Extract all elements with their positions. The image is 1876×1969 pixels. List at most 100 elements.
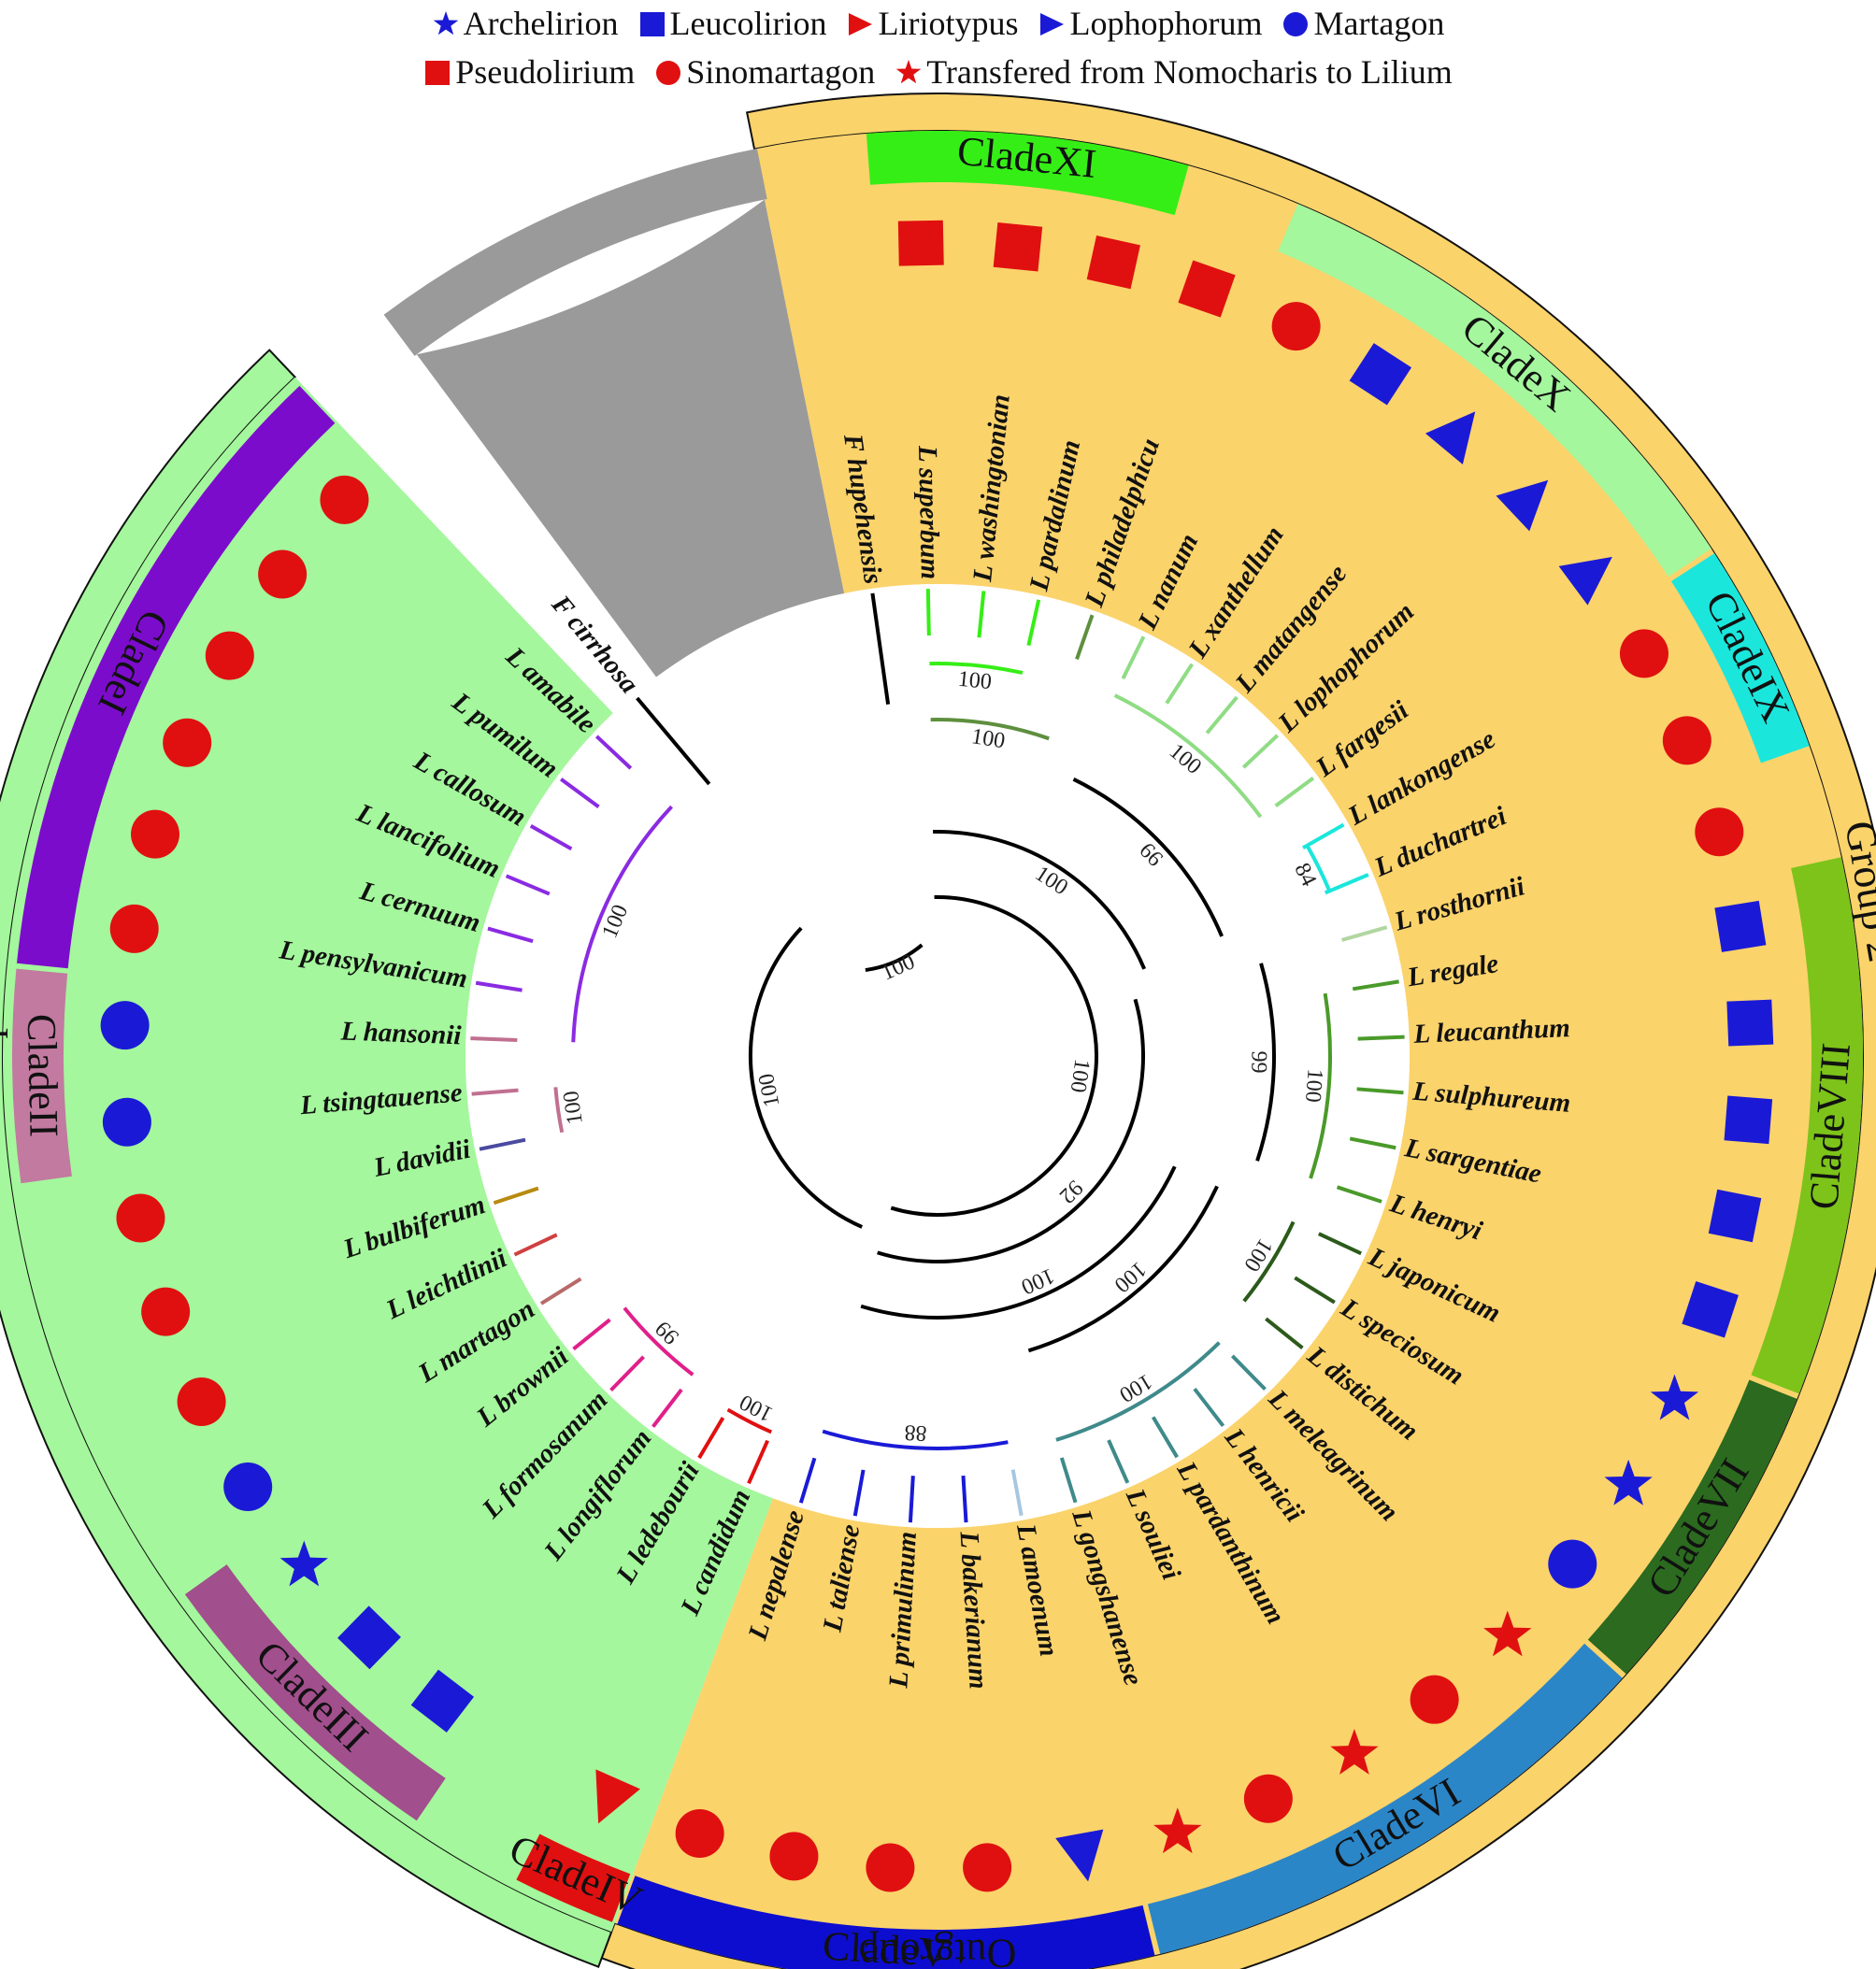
bootstrap-value: 100	[1066, 1058, 1095, 1094]
clade-arc	[865, 943, 924, 973]
branch	[1352, 979, 1399, 992]
clade-band-cladei	[16, 385, 336, 969]
square-icon	[410, 1669, 475, 1733]
branch	[1274, 776, 1315, 807]
circle-icon	[109, 904, 159, 953]
square-icon	[1726, 999, 1774, 1047]
legend: Archelirion Leucolirion Liriotypus Lopho…	[0, 0, 1876, 103]
group-1-wedge	[2, 377, 773, 1933]
star-icon	[1330, 1729, 1379, 1775]
clade-band-layer	[12, 131, 1863, 1969]
branch	[1230, 1354, 1267, 1391]
legend-item-leucolirion: Leucolirion	[638, 4, 826, 47]
clade-arc	[553, 1087, 565, 1134]
branch	[572, 1318, 611, 1351]
clade-band-cladeiv	[516, 1833, 631, 1922]
clade-band-cladexi	[866, 131, 1189, 216]
branch	[697, 1417, 725, 1460]
circle-icon	[654, 56, 682, 95]
tip-label: L leucanthum	[1412, 1013, 1570, 1049]
branch	[977, 591, 986, 638]
bootstrap-value: 88	[904, 1420, 927, 1445]
circle-icon	[769, 1832, 819, 1881]
clade-arc	[749, 926, 863, 1229]
square-icon	[1714, 900, 1767, 952]
clade-arc	[726, 1407, 773, 1434]
branch	[925, 589, 931, 636]
star-icon	[279, 1540, 328, 1587]
clade-band-cladex	[1278, 204, 1711, 578]
clade-arc	[1055, 1341, 1221, 1442]
circle-icon	[141, 1287, 191, 1336]
clade-band-cladevi	[1147, 1643, 1623, 1954]
square-icon	[638, 7, 666, 47]
group-2-wedge	[614, 131, 1863, 1969]
group-1-label: Group 1	[0, 985, 8, 1127]
branch	[1336, 1185, 1382, 1204]
clade-label: CladeII	[19, 1013, 67, 1137]
branch	[1294, 1276, 1336, 1305]
branch	[870, 592, 891, 705]
bootstrap-value: 100	[1300, 1068, 1327, 1104]
star-icon	[1483, 1610, 1532, 1657]
branch	[1121, 635, 1146, 680]
bootstrap-value: 100	[559, 1090, 588, 1126]
circle-icon	[866, 1843, 915, 1892]
branch	[1107, 1439, 1130, 1484]
clade-arc	[929, 662, 1024, 675]
circle-icon	[1282, 7, 1310, 47]
legend-item-liriotypus: Liriotypus	[846, 4, 1018, 47]
branch	[1324, 873, 1369, 895]
legend-item-transfered: Transfered from Nomocharis to Lilium	[895, 52, 1453, 95]
clade-arc	[822, 1429, 1009, 1450]
branch	[1193, 1387, 1225, 1428]
circle-icon	[963, 1843, 1012, 1892]
branch	[471, 1088, 519, 1096]
clade-band-cladeviii	[1751, 857, 1863, 1394]
square-icon	[423, 56, 451, 95]
clade-arc	[1027, 1185, 1219, 1353]
bootstrap-value: 100	[957, 667, 993, 694]
legend-item-lophophorum: Lophophorum	[1038, 4, 1262, 47]
branch	[852, 1469, 866, 1517]
circle-icon	[1619, 629, 1668, 678]
center-disc	[465, 584, 1410, 1528]
clade-band-cladeix	[1670, 553, 1810, 763]
triangle-icon	[595, 1769, 640, 1824]
legend-item-martagon: Martagon	[1282, 4, 1444, 47]
branch	[475, 980, 523, 992]
circle-icon	[205, 631, 254, 680]
branch	[1205, 695, 1239, 735]
group-ring-layer	[0, 93, 1876, 1969]
clade-band-cladevii	[1587, 1379, 1797, 1675]
branch	[1357, 1034, 1405, 1041]
outgroup-label: Outgroup	[859, 1931, 1017, 1969]
bootstrap-value: 99	[1246, 1050, 1270, 1073]
branch	[470, 1036, 518, 1042]
circle-icon	[320, 475, 369, 524]
circle-icon	[177, 1377, 226, 1426]
square-icon	[897, 220, 944, 266]
clade-arc	[1255, 963, 1276, 1162]
clade-arc	[933, 830, 1147, 970]
branch	[1341, 925, 1388, 942]
square-icon	[1682, 1280, 1739, 1338]
branch	[1075, 614, 1095, 661]
branch	[908, 1476, 915, 1523]
branch	[1151, 1416, 1179, 1459]
clade-arc	[571, 805, 674, 1043]
clade-arc	[623, 1306, 695, 1377]
square-icon	[1349, 343, 1412, 406]
square-icon	[993, 221, 1043, 272]
square-icon	[1086, 235, 1140, 290]
circle-icon	[100, 1001, 150, 1050]
clade-arc	[1305, 844, 1332, 892]
triangle-icon	[1558, 556, 1612, 606]
outgroup-band	[383, 149, 767, 356]
clade-arc	[930, 718, 1050, 741]
branch	[493, 1186, 539, 1206]
circle-icon	[102, 1097, 151, 1147]
square-icon	[1178, 260, 1236, 318]
branch	[636, 696, 711, 786]
